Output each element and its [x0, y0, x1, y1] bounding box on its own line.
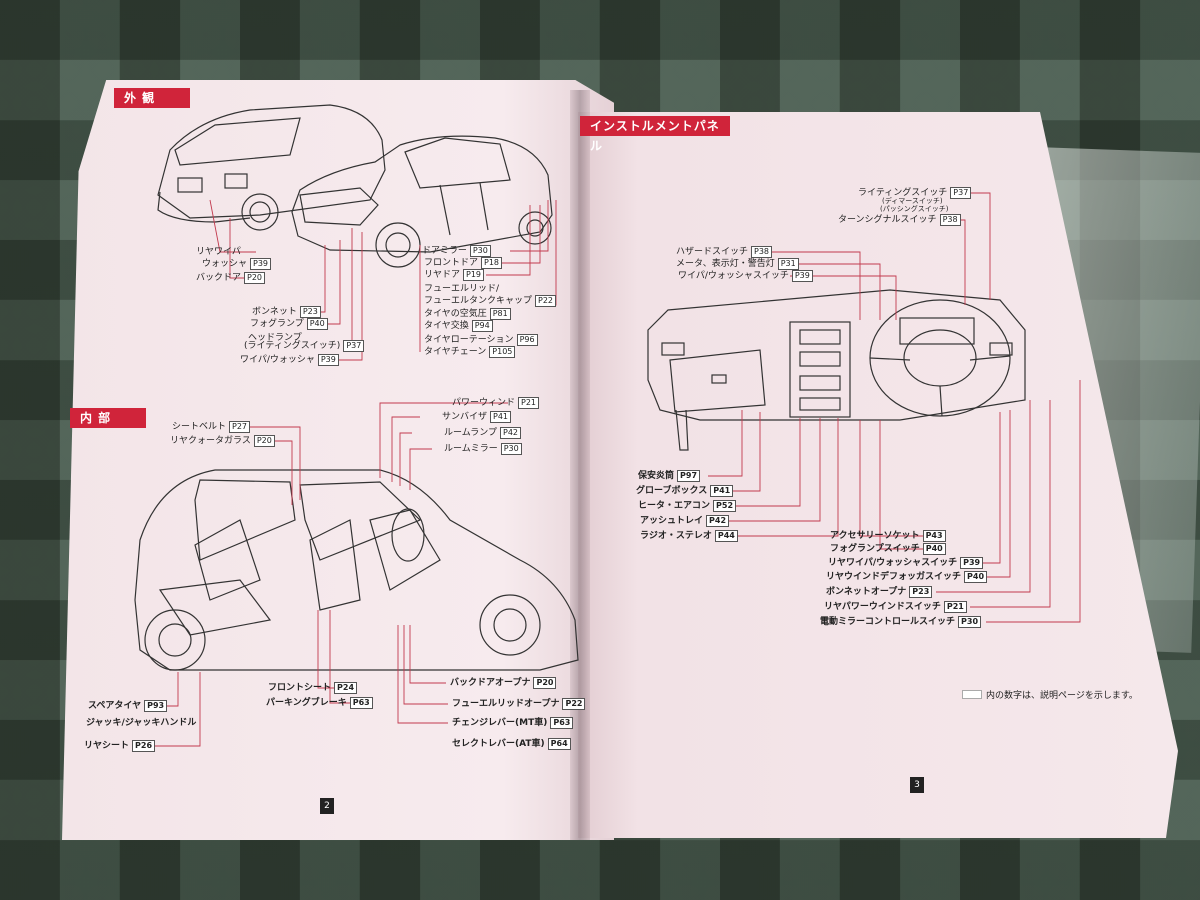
- section-tab-interior: 内 部: [70, 408, 146, 428]
- panel-leader-lines: [708, 192, 1081, 623]
- page-number-right: 3: [910, 777, 924, 793]
- page-number-left: 2: [320, 798, 334, 814]
- panel-label: (ディマースイッチ): [882, 197, 943, 205]
- interior-leader-lines: [150, 402, 508, 747]
- section-tab-exterior: 外 観: [114, 88, 190, 108]
- rear-car-illustration: [157, 104, 386, 231]
- interior-label: ジャッキ/ジャッキハンドル: [86, 718, 197, 728]
- panel-label: (パッシングスイッチ): [880, 205, 949, 213]
- legend-note: 内の数字は、説明ページを示します。: [962, 688, 1138, 701]
- interior-label: セレクトレバー(AT車)P64: [452, 738, 571, 750]
- book-spine: [570, 90, 590, 840]
- legend-swatch: [962, 690, 982, 699]
- front-car-illustration: [291, 135, 553, 268]
- interior-car-illustration: [134, 469, 579, 671]
- interior-label: チェンジレバー(MT車)P63: [452, 717, 574, 729]
- exterior-label: フューエルリッド/: [424, 284, 500, 294]
- instrument-panel-illustration: [647, 289, 1026, 451]
- exterior-label: リヤワイパ: [196, 247, 241, 257]
- exterior-label: ヘッドランプ: [248, 333, 302, 343]
- legend-text: 内の数字は、説明ページを示します。: [986, 691, 1138, 701]
- manual-page-left: [62, 80, 614, 840]
- exterior-label: (ライティングスイッチ)P37: [244, 340, 365, 352]
- section-tab-instrument-panel: インストルメントパネル: [580, 116, 730, 153]
